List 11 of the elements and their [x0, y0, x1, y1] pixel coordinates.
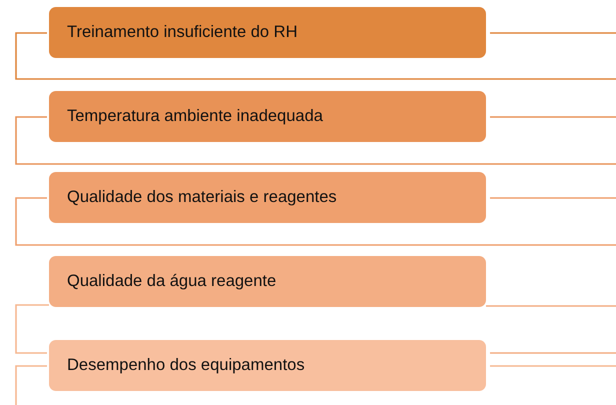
- category-box: [49, 7, 486, 58]
- category-box: [49, 91, 486, 142]
- category-box: [49, 172, 486, 223]
- category-label: Qualidade da água reagente: [67, 272, 276, 291]
- category-label: Temperatura ambiente inadequada: [67, 107, 323, 126]
- category-label: Qualidade dos materiais e reagentes: [67, 188, 337, 207]
- category-box: [49, 340, 486, 391]
- category-label: Desempenho dos equipamentos: [67, 356, 305, 375]
- connector-line: [15, 304, 49, 354]
- category-label: Treinamento insuficiente do RH: [67, 23, 298, 42]
- category-box: [49, 256, 486, 307]
